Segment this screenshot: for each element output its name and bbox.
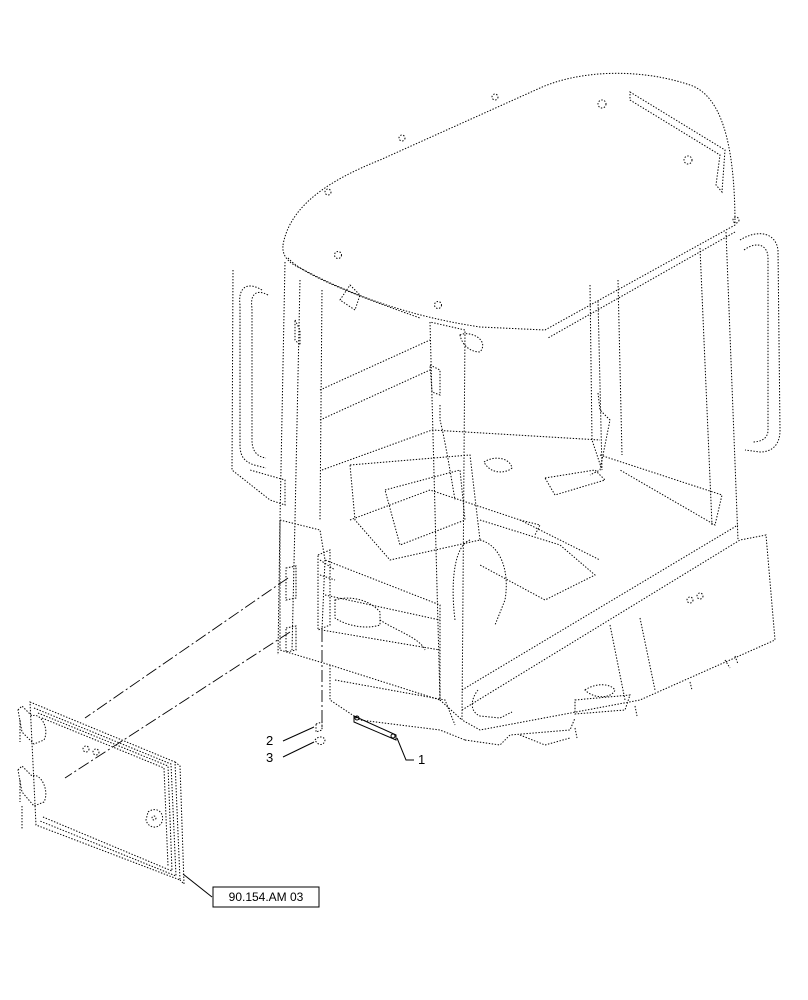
explosion-lines [64, 577, 323, 779]
part-1-stay [353, 715, 397, 741]
callout-1: 1 [418, 752, 425, 767]
callout-leaders [182, 726, 414, 898]
reference-label: 90.154.AM 03 [229, 890, 304, 904]
part-3-washer [314, 736, 326, 745]
access-door [17, 701, 185, 886]
grab-handle-left [231, 269, 286, 506]
callout-2: 2 [266, 733, 273, 748]
cab-lower-panel [279, 519, 466, 741]
cab-door-hinges [285, 549, 331, 653]
grab-handle-right [739, 233, 781, 453]
cab-interior [294, 284, 723, 626]
callout-3: 3 [266, 750, 273, 765]
cab-roof [282, 72, 740, 339]
reference-box[interactable]: 90.154.AM 03 [212, 886, 320, 908]
part-2-pin [315, 721, 323, 733]
cab-rear-body [461, 524, 776, 746]
